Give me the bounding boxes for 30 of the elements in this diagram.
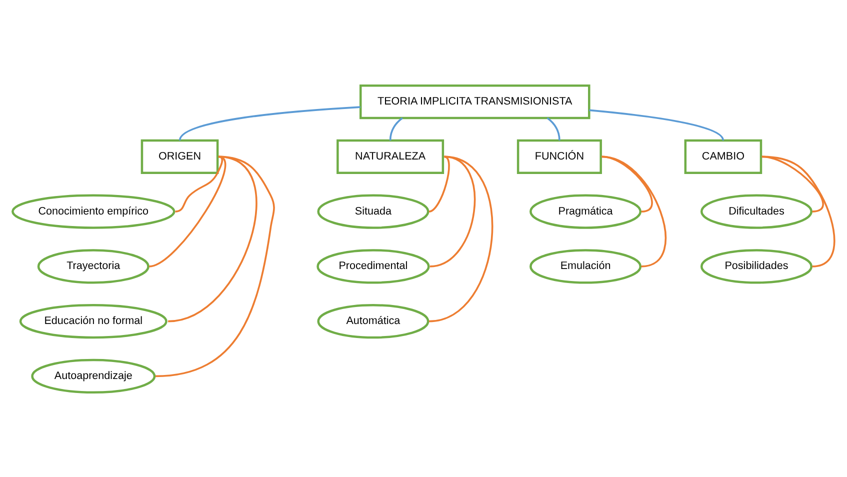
connector: [602, 155, 653, 212]
node-ellipse: Dificultades: [700, 194, 812, 228]
node-ellipse: Automática: [317, 304, 430, 338]
node-ellipse: Posibilidades: [700, 248, 812, 284]
connector: [168, 155, 258, 322]
connector: [389, 116, 403, 140]
node-ellipse: Situada: [317, 194, 430, 228]
node-box: CAMBIO: [684, 138, 762, 174]
node-ellipse: Emulación: [530, 248, 642, 284]
node-ellipse: Pragmática: [530, 194, 642, 228]
connector: [428, 155, 493, 322]
connector: [430, 155, 476, 267]
connector: [178, 106, 360, 140]
node-box: TEORIA IMPLICITA TRANSMISIONISTA: [359, 84, 590, 119]
connector: [546, 116, 560, 140]
connector: [155, 155, 275, 377]
node-box: FUNCIÓN: [516, 138, 602, 174]
node-box: ORIGEN: [140, 138, 219, 174]
node-ellipse: Conocimiento empírico: [12, 194, 176, 228]
node-ellipse: Procedimental: [316, 248, 430, 284]
node-ellipse: Trayectoria: [37, 248, 150, 284]
node-box: NATURALEZA: [336, 138, 444, 174]
connector: [762, 155, 836, 267]
connector: [602, 155, 667, 267]
connector: [175, 155, 224, 212]
node-ellipse: Autoaprendizaje: [31, 358, 156, 394]
connector: [589, 108, 724, 140]
connector: [148, 155, 226, 267]
node-ellipse: Educación no formal: [19, 304, 168, 338]
connector: [428, 155, 450, 212]
